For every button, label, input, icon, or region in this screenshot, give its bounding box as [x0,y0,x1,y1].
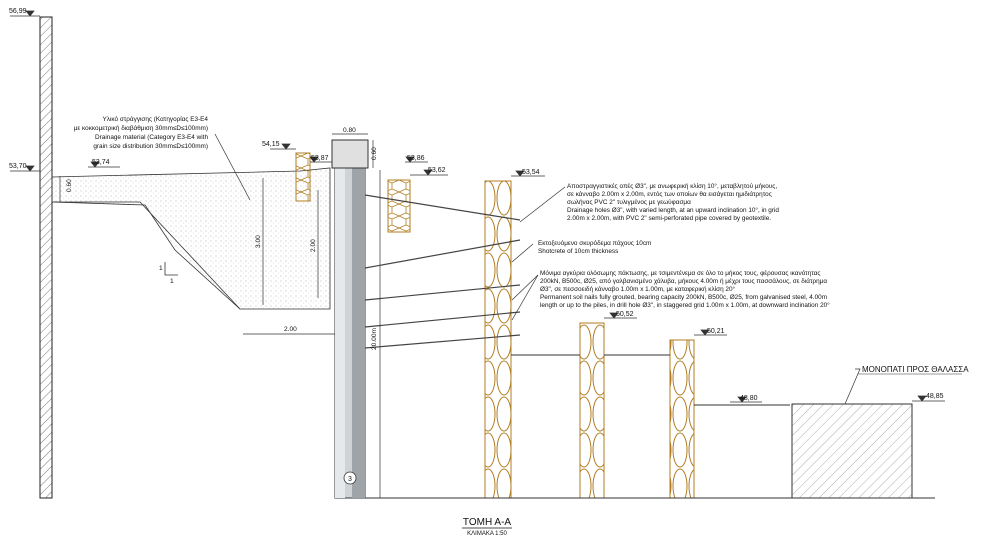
pile-number-badge: 3 [343,471,357,485]
note-shotcrete: Εκτοξευόμενο σκυρόδεμα πάχους 10cm Shotc… [538,239,651,255]
leader-lines [214,133,861,405]
svg-text:σωλήνας PVC 2" τυλιγμένος με γ: σωλήνας PVC 2" τυλιγμένος με γεωύφασμα [567,198,691,206]
gabion-column-1 [484,180,512,499]
gabion-column-2 [579,322,605,499]
svg-text:Ø3", σε πεσσοειδή κάνναβο 1.00: Ø3", σε πεσσοειδή κάνναβο 1.00m x 1.00m,… [540,285,736,293]
level-gabion1-side: 53,87 [311,155,329,162]
dim-base-width: 2.00 [284,326,297,333]
svg-text:Υλικό στράγγισης (Κατηγορίας Ε: Υλικό στράγγισης (Κατηγορίας Ε3-Ε4 [103,115,209,123]
svg-text:Drainage material (Category E3: Drainage material (Category E3-E4 with [95,134,208,141]
svg-text:με κοκκομετρική διαβάθμιση 30m: με κοκκομετρική διαβάθμιση 30mm≤D≤100mm) [74,124,208,132]
note-drainage-material: Υλικό στράγγισης (Κατηγορίας Ε3-Ε4 με κο… [74,115,209,150]
svg-text:grain size distribution 30mm≤D: grain size distribution 30mm≤D≤100mm) [93,143,208,150]
dim-fill-b: 2.00 [310,239,317,252]
gabion-small-1 [295,152,311,202]
dim-pile-length: 20.00m [371,327,378,350]
level-markers [10,10,945,403]
level-gabion2-top: 53,86 [407,155,425,162]
slope-marker-h: 1 [170,278,174,285]
existing-wall [39,16,53,499]
soil-nails [364,194,521,349]
section-title: ΤΟΜΗ Α-Α [463,517,511,528]
svg-text:2.00m x 2.00m, with PVC 2" sem: 2.00m x 2.00m, with PVC 2" semi-perforat… [567,215,771,222]
svg-text:Εκτοξευόμενο σκυρόδεμα πάχους: Εκτοξευόμενο σκυρόδεμα πάχους 10cm [538,239,651,247]
svg-text:Αποστραγγιστικές οπές Ø3", με: Αποστραγγιστικές οπές Ø3", με ανωφερική … [567,182,777,190]
dimension-lines [59,133,381,498]
dim-cap-height: 0.60 [371,147,378,160]
level-gabion4-top: 50,52 [616,311,634,318]
section-title-block: ΤΟΜΗ Α-Α ΚΛΙΜΑΚΑ 1:50 [462,517,512,537]
level-sea-path: 48,85 [926,393,944,400]
svg-text:Drainage holes Ø3", with varie: Drainage holes Ø3", with varied length, … [567,206,779,214]
svg-text:σε κάνναβο 2.00m x 2.00m, εντό: σε κάνναβο 2.00m x 2.00m, εντός των οποί… [567,190,772,198]
note-sea-path: ΜΟΝΟΠΑΤΙ ΠΡΟΣ ΘΑΛΑΣΣΑ [858,365,969,375]
sea-path-block [791,403,913,499]
concrete-pile [331,139,369,499]
drainage-fill [51,167,331,310]
dim-fill-a: 3.00 [255,235,262,248]
slope-marker-v: 1 [159,265,163,272]
svg-text:length or up to the piles, in: length or up to the piles, in drill hole… [540,301,830,309]
gabion-column-3 [669,339,695,499]
level-gabion5-top: 50,21 [707,328,725,335]
svg-text:200kN, B500c, Ø25, από γαλβανι: 200kN, B500c, Ø25, από γαλβανισμένο χάλυ… [540,277,827,285]
level-step: 48,80 [740,395,758,402]
gabion-small-2 [387,179,411,233]
level-gabion1-top: 54,15 [262,141,280,148]
slope-marker: 1 1 [159,262,178,285]
svg-text:3: 3 [348,476,352,483]
dim-cap-width: 0.80 [343,127,356,134]
level-left-ground: 53,70 [9,163,27,170]
dim-fill-small: 0.60 [66,179,73,192]
note-soil-nails: Μόνιμα αγκύρια ολόσωμης πάκτωσης, με τσι… [540,269,830,309]
note-drainage-holes: Αποστραγγιστικές οπές Ø3", με ανωφερική … [567,182,779,222]
svg-text:ΜΟΝΟΠΑΤΙ ΠΡΟΣ ΘΑΛΑΣΣΑ: ΜΟΝΟΠΑΤΙ ΠΡΟΣ ΘΑΛΑΣΣΑ [862,365,969,374]
svg-text:Μόνιμα αγκύρια ολόσωμης πάκτωσ: Μόνιμα αγκύρια ολόσωμης πάκτωσης, με τσι… [540,269,820,277]
level-gabion3-top: 53,54 [522,169,540,176]
level-gabion2-side: 53,62 [428,167,446,174]
scale-label: ΚΛΙΜΑΚΑ 1:50 [467,531,507,537]
svg-text:Permanent soil nails fully gro: Permanent soil nails fully grouted, bear… [540,294,827,301]
pile-cap [331,139,369,169]
level-fill-top: 53,74 [92,159,110,166]
svg-text:Shotcrete of 10cm thickness: Shotcrete of 10cm thickness [538,248,618,255]
level-top-left: 56,99 [9,8,27,15]
